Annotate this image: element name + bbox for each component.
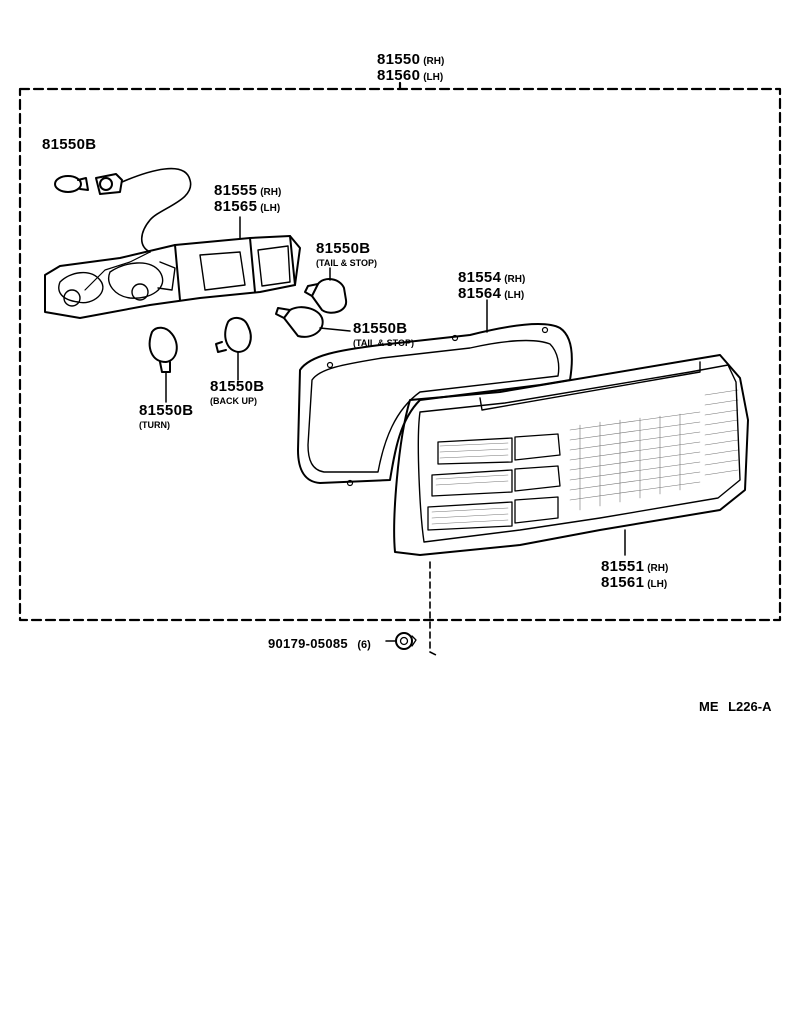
- bulb-tail-lower-note: (TAIL & STOP): [353, 338, 415, 348]
- assembly-part-number-lh: 81560: [377, 67, 421, 84]
- assembly-boundary: [18, 81, 782, 622]
- socket-wire-part-number-rh: 81555: [214, 182, 258, 199]
- nut-icon: [395, 632, 417, 650]
- nut-part-number: 90179-05085: [268, 636, 348, 651]
- assembly-part-number-rh: 81550: [377, 51, 421, 68]
- bulb-tail-upper-note: (TAIL & STOP): [316, 258, 378, 268]
- diagram-code: ME L226-A: [699, 699, 772, 714]
- assembly-lh-suffix: (LH): [423, 72, 444, 83]
- bulb-turn-icon: [148, 326, 178, 373]
- bulb-tail-lower-part-number: 81550B: [353, 320, 408, 337]
- bulb-tail-upper-callout: 81550B (TAIL & STOP): [316, 241, 377, 268]
- socket-wire-part-number-lh: 81565: [214, 198, 258, 215]
- nut-callout: 90179-05085 (6): [268, 636, 371, 652]
- assembly-callout: 81550(RH) 81560(LH): [377, 52, 444, 84]
- lens-part-number-lh: 81561: [601, 574, 645, 591]
- lens-callout: 81551(RH) 81561(LH): [601, 559, 668, 591]
- socket-wire-rh-suffix: (RH): [260, 187, 282, 198]
- bulb-tail-upper-part-number: 81550B: [316, 240, 371, 257]
- lens-part-number-rh: 81551: [601, 558, 645, 575]
- bulb-backup-callout: 81550B (BACK UP): [210, 379, 264, 406]
- bulb-tail-lower-callout: 81550B (TAIL & STOP): [353, 321, 414, 348]
- socket-with-wire-icon: [95, 167, 192, 253]
- bulb-backup-icon: [215, 316, 252, 353]
- bulb-turn-part-number: 81550B: [139, 402, 194, 419]
- lens-rh-suffix: (RH): [647, 563, 669, 574]
- lens-icon: [393, 354, 749, 556]
- bulb-tail-stop-upper-icon: [304, 278, 348, 314]
- nut-quantity: (6): [357, 639, 371, 651]
- socket-wire-lh-suffix: (LH): [260, 203, 281, 214]
- bulb-backup-part-number: 81550B: [210, 378, 265, 395]
- bulb-tail-stop-lower-icon: [275, 306, 324, 338]
- gasket-rh-suffix: (RH): [504, 274, 526, 285]
- socket-bulb-callout: 81550B: [42, 137, 96, 153]
- gasket-lh-suffix: (LH): [504, 290, 525, 301]
- gasket-part-number-rh: 81554: [458, 269, 502, 286]
- gasket-icon: [297, 323, 573, 487]
- bulb-turn-callout: 81550B (TURN): [139, 403, 193, 430]
- bulb-backup-note: (BACK UP): [210, 396, 257, 406]
- socket-housing-icon: [44, 235, 301, 319]
- gasket-part-number-lh: 81564: [458, 285, 502, 302]
- assembly-rh-suffix: (RH): [423, 56, 445, 67]
- gasket-callout: 81554(RH) 81564(LH): [458, 270, 525, 302]
- small-bulb-icon: [54, 175, 89, 193]
- socket-bulb-part-number: 81550B: [42, 136, 97, 153]
- socket-wire-callout: 81555(RH) 81565(LH): [214, 183, 281, 215]
- lens-lh-suffix: (LH): [647, 579, 668, 590]
- bulb-turn-note: (TURN): [139, 420, 170, 430]
